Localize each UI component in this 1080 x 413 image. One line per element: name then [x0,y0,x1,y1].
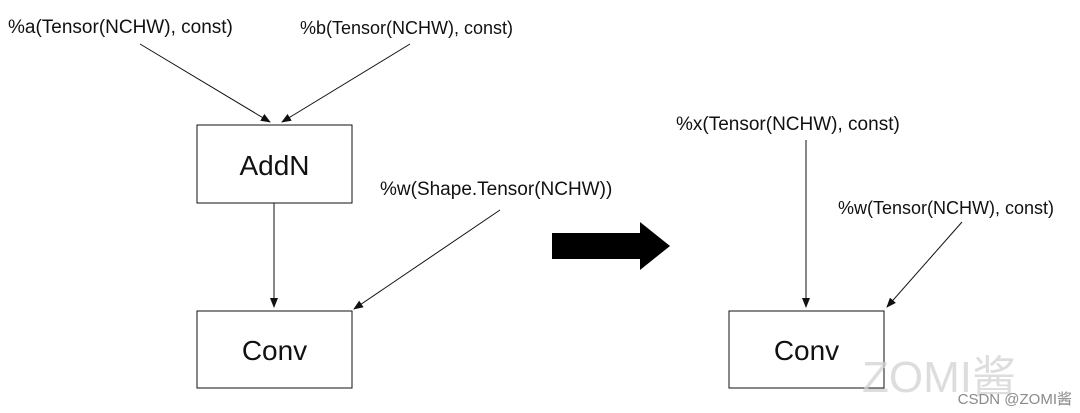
conv-node-left-label: Conv [242,335,307,366]
addn-node [196,124,353,204]
input-x-label: %x(Tensor(NCHW), const) [676,114,900,135]
watermark-logo: ZOMI酱 [862,353,1016,402]
conv-node-right [728,310,885,389]
transform-arrow [552,222,670,270]
edge-a-to-addn [139,43,271,123]
input-w-shape-label: %w(Shape.Tensor(NCHW)) [380,179,612,200]
addn-node-label: AddN [239,150,309,181]
conv-node-left [196,310,353,389]
edge-w-to-conv-right [886,221,963,308]
input-w-label: %w(Tensor(NCHW), const) [838,198,1054,218]
edge-w-to-conv [353,209,501,310]
conv-node-right-label: Conv [774,335,839,366]
input-a-label: %a(Tensor(NCHW), const) [8,17,233,38]
watermark-credit: CSDN @ZOMI酱 [958,391,1072,408]
edge-b-to-addn [281,43,411,123]
input-b-label: %b(Tensor(NCHW), const) [300,18,513,38]
